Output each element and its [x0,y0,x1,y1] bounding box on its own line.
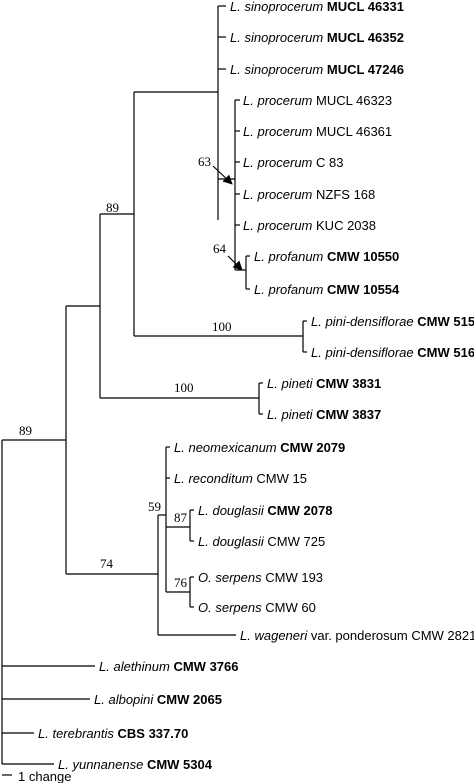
taxon-label: L. procerum KUC 2038 [243,218,376,233]
taxon-label: L. reconditum CMW 15 [174,471,307,486]
taxon-label: L. sinoprocerum MUCL 47246 [230,62,404,77]
support-value: 59 [148,499,161,514]
taxon-label: L. neomexicanum CMW 2079 [174,440,345,455]
taxon-label: L. pini-densiflorae CMW 5162 [311,345,474,360]
tree-branches [1,5,307,765]
support-value: 89 [19,423,32,438]
taxon-label: L. douglasii CMW 725 [198,534,325,549]
taxon-label: L. procerum NZFS 168 [243,187,375,202]
scale-bar: 1 change [2,769,72,783]
taxon-label: L. pineti CMW 3837 [267,407,381,422]
node-pointer-arrow [227,255,243,271]
support-value: 100 [174,380,194,395]
taxon-label: L. profanum CMW 10550 [254,249,399,264]
support-value: 100 [212,319,232,334]
taxon-labels: L. sinoprocerum MUCL 46331 L. sinoprocer… [38,0,474,772]
taxon-label: L. profanum CMW 10554 [254,282,400,297]
taxon-label: L. sinoprocerum MUCL 46331 [230,0,404,14]
scale-bar-label: 1 change [18,769,72,783]
node-pointer-arrow [212,165,233,185]
taxon-label: L. alethinum CMW 3766 [99,659,239,674]
support-values: 63 64 89 100 100 89 59 87 76 74 [19,154,232,590]
taxon-label: L. albopini CMW 2065 [94,692,222,707]
taxon-label: L. procerum MUCL 46361 [243,124,392,139]
support-value: 76 [174,575,188,590]
taxon-label: L. douglasii CMW 2078 [198,503,332,518]
support-value: 63 [198,154,211,169]
taxon-label: L. wageneri var. ponderosum CMW 2821 [240,628,474,643]
taxon-label: L. terebrantis CBS 337.70 [38,726,188,741]
taxon-label: L. pini-densiflorae CMW 5158 [311,314,474,329]
taxon-label: L. procerum C 83 [243,155,343,170]
support-value: 74 [100,556,114,571]
taxon-label: L. pineti CMW 3831 [267,376,381,391]
support-value: 89 [106,200,119,215]
taxon-label: L. sinoprocerum MUCL 46352 [230,30,404,45]
taxon-label: L. procerum MUCL 46323 [243,93,392,108]
taxon-label: O. serpens CMW 60 [198,600,316,615]
support-value: 87 [174,510,188,525]
support-value: 64 [213,241,227,256]
taxon-label: O. serpens CMW 193 [198,570,323,585]
taxon-label: L. yunnanense CMW 5304 [58,757,213,772]
